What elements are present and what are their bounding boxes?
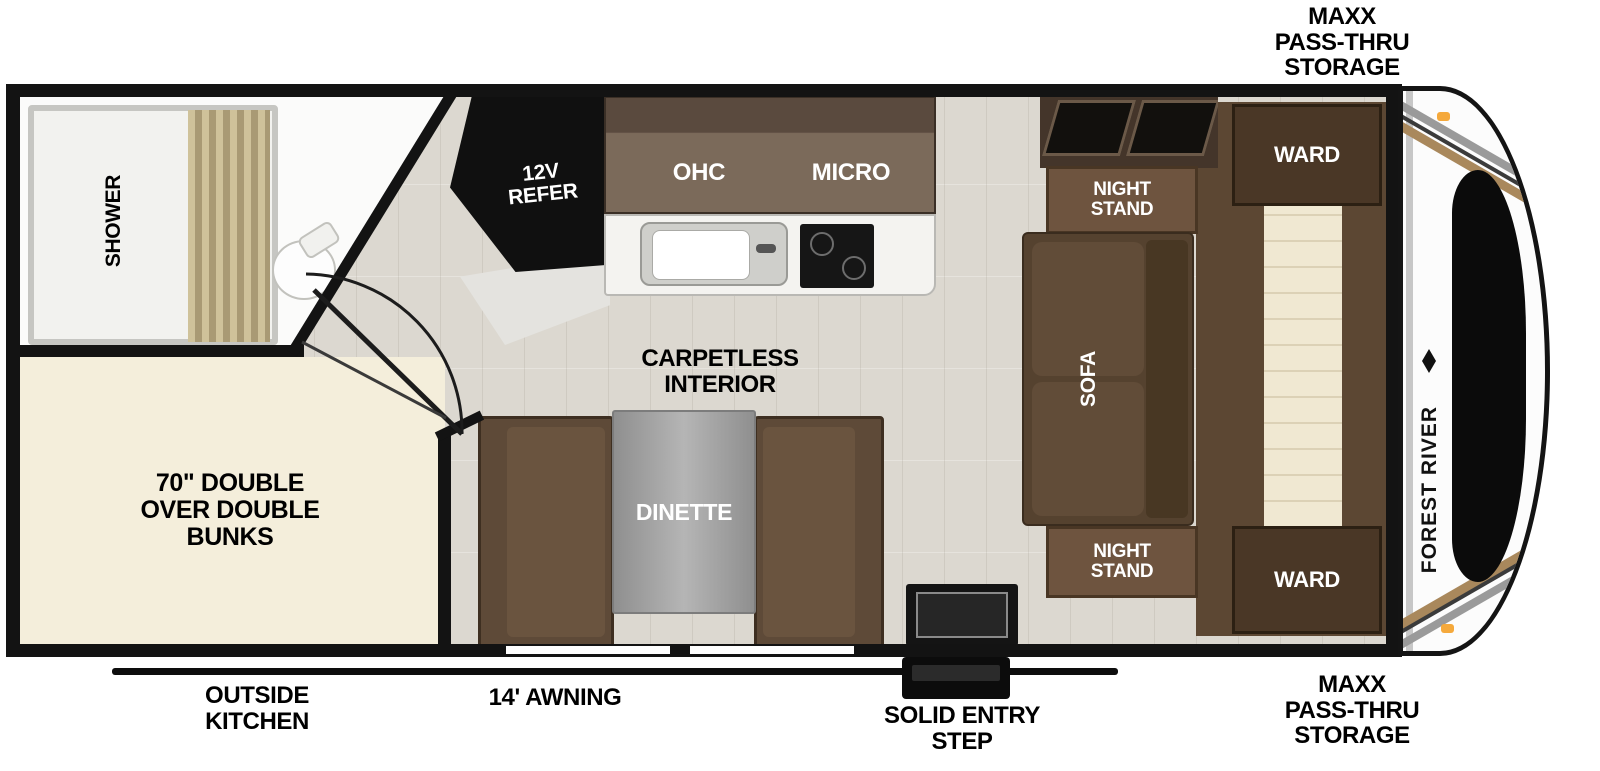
entry-step-tread bbox=[912, 665, 1000, 681]
bathroom-wall-bottom bbox=[6, 345, 304, 357]
overhead-cabinet-bar: OHC MICRO bbox=[604, 96, 936, 214]
sink-faucet-icon bbox=[756, 244, 776, 253]
wardrobe-top: WARD bbox=[1232, 104, 1382, 206]
nightstand-bottom: NIGHT STAND bbox=[1046, 526, 1198, 598]
bench-cushion bbox=[507, 427, 605, 637]
door-swing-icon bbox=[301, 272, 464, 436]
brand-label-box: FOREST RIVER bbox=[1413, 385, 1447, 595]
sofa-backrest bbox=[1146, 240, 1188, 518]
sofa: SOFA bbox=[1022, 232, 1194, 526]
refrigerator-label: 12V REFER bbox=[507, 159, 579, 210]
bunks-label: 70" DOUBLE OVER DOUBLE BUNKS bbox=[140, 469, 320, 551]
brand-logo-icon bbox=[1422, 349, 1436, 373]
brand-label: FOREST RIVER bbox=[1418, 406, 1441, 574]
nightstand-bottom-label: NIGHT STAND bbox=[1090, 541, 1154, 582]
entry-landing bbox=[906, 584, 1018, 646]
burner-icon bbox=[810, 232, 834, 256]
cooktop bbox=[800, 224, 874, 288]
window-icon bbox=[690, 646, 854, 654]
awning-label: 14' AWNING bbox=[488, 684, 622, 711]
front-cap: FOREST RIVER bbox=[1398, 86, 1550, 656]
sofa-cushion bbox=[1032, 382, 1144, 516]
dinette-table: DINETTE bbox=[612, 410, 756, 614]
micro-label: MICRO bbox=[811, 159, 891, 186]
ohc-label: OHC bbox=[672, 159, 726, 186]
dinette-label: DINETTE bbox=[635, 498, 733, 525]
ward-top-label: WARD bbox=[1273, 142, 1340, 168]
sofa-label: SOFA bbox=[1076, 351, 1100, 407]
burner-icon bbox=[842, 256, 866, 280]
shower-label-box: SHOWER bbox=[92, 148, 136, 294]
entry-step-label: SOLID ENTRY STEP bbox=[883, 702, 1041, 755]
storage-top-label: MAXX PASS-THRU STORAGE bbox=[1274, 3, 1410, 82]
shower-label: SHOWER bbox=[101, 174, 125, 268]
bench-cushion bbox=[763, 427, 855, 637]
nightstand-top: NIGHT STAND bbox=[1046, 166, 1198, 234]
bed-window-icon bbox=[1125, 100, 1218, 156]
ward-bottom-label: WARD bbox=[1273, 567, 1340, 593]
entry-step bbox=[902, 657, 1010, 699]
marker-light-icon bbox=[1441, 624, 1454, 633]
carpetless-label: CARPETLESS INTERIOR bbox=[641, 345, 799, 398]
sink-bowl bbox=[652, 230, 750, 280]
outside-kitchen-label: OUTSIDE KITCHEN bbox=[205, 682, 309, 735]
awning-line bbox=[112, 668, 1118, 675]
shower-curtain bbox=[188, 110, 270, 342]
entry-landing-inner bbox=[916, 592, 1008, 638]
sofa-label-box: SOFA bbox=[1054, 234, 1124, 524]
cap-gray-strip bbox=[1406, 91, 1413, 651]
headboard bbox=[1040, 96, 1218, 168]
bunk-room-floor bbox=[20, 357, 445, 647]
dinette-bench-right bbox=[754, 416, 884, 648]
bed-mattress bbox=[1264, 206, 1342, 528]
marker-light-icon bbox=[1437, 112, 1450, 121]
wall-left bbox=[6, 84, 20, 657]
windshield bbox=[1452, 170, 1526, 582]
storage-bottom-label: MAXX PASS-THRU STORAGE bbox=[1284, 671, 1420, 750]
sofa-cushion bbox=[1032, 242, 1144, 376]
nightstand-top-label: NIGHT STAND bbox=[1090, 179, 1154, 220]
wardrobe-bottom: WARD bbox=[1232, 526, 1382, 634]
wall-top bbox=[6, 84, 1398, 97]
window-icon bbox=[506, 646, 670, 654]
dinette-bench-left bbox=[478, 416, 614, 648]
bunkroom-wall-right bbox=[438, 434, 451, 649]
bed-window-icon bbox=[1041, 100, 1137, 156]
